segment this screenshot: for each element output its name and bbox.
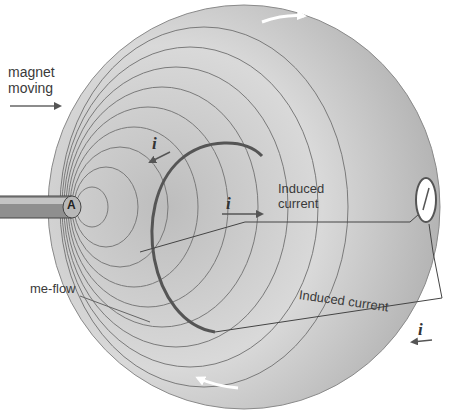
- leader-line: [80, 296, 150, 322]
- current-arrow: [412, 340, 432, 342]
- flow-rings: [60, 27, 348, 387]
- motion-label: magnet moving: [8, 64, 72, 96]
- current-arrow: [150, 152, 170, 162]
- rotation-arrow: [262, 16, 304, 22]
- current-symbol: i: [418, 320, 423, 340]
- current-arrow: [222, 213, 262, 215]
- current-symbol: i: [152, 134, 157, 154]
- me-flow-disc: [48, 5, 440, 409]
- current-loop: [152, 143, 262, 332]
- magnet-rod: [0, 196, 81, 218]
- rotation-arrow: [198, 378, 238, 388]
- region-label: me-flow: [30, 282, 76, 297]
- current-label: Induced current: [278, 182, 344, 212]
- wire: [245, 214, 419, 222]
- motion-arrow: [10, 105, 60, 107]
- galvanometer-symbol: [416, 178, 436, 222]
- wire: [215, 224, 442, 332]
- wire: [140, 222, 245, 252]
- current-symbol: i: [226, 194, 231, 214]
- pole-letter: A: [67, 199, 76, 213]
